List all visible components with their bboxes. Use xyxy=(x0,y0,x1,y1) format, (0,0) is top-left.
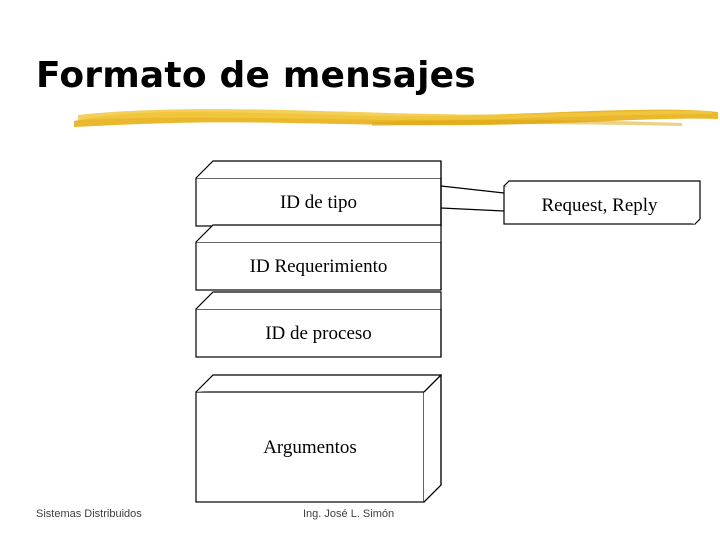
footer-center-text: Ing. José L. Simón xyxy=(303,508,395,520)
box-label-argumentos: Argumentos xyxy=(263,437,357,458)
box-label-id-de-proceso: ID de proceso xyxy=(265,323,372,344)
box-label-id-de-tipo: ID de tipo xyxy=(279,192,358,213)
callout-label-request-reply: Request, Reply xyxy=(541,195,658,216)
title-underline-decoration xyxy=(74,109,718,127)
footer-left-text: Sistemas Distribuidos xyxy=(36,508,142,520)
page-title: Formato de mensajes xyxy=(36,55,476,96)
box-label-id-requerimiento: ID Requerimiento xyxy=(249,256,388,277)
